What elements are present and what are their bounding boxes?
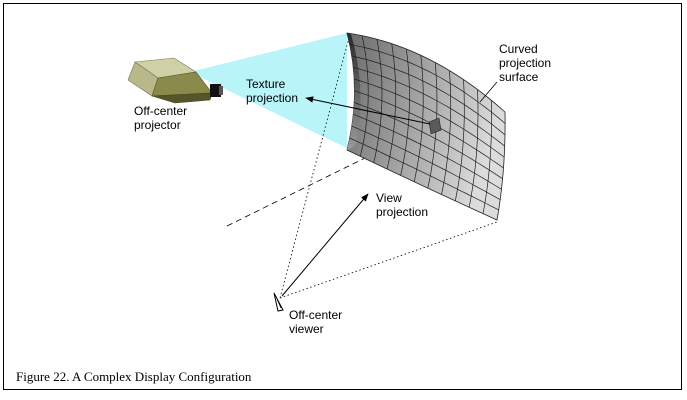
label-view-projection: View projection — [376, 191, 429, 219]
surface-grid-line — [351, 55, 506, 136]
surface-grid-line — [349, 44, 506, 124]
projected-image-patch — [428, 117, 442, 135]
curved-projection-surface — [346, 32, 506, 221]
surface-grid-line — [354, 78, 505, 158]
surface-label-leader — [479, 81, 498, 103]
surface-grid-line — [353, 67, 505, 147]
label-texture-projection: Texture projection — [246, 77, 299, 105]
label-off-center-viewer: Off-center viewer — [289, 308, 343, 336]
surface-grid-line — [349, 137, 499, 211]
figure-caption: Figure 22. A Complex Display Configurati… — [16, 369, 252, 384]
label-curved-projection-surface: Curved projection surface — [499, 42, 552, 84]
view-frustum-line-top — [279, 33, 351, 299]
label-off-center-projector: Off-center projector — [134, 104, 188, 132]
surface-grid-line — [353, 113, 502, 190]
surface-grid-line — [354, 102, 503, 179]
projection-beam — [190, 33, 495, 220]
texture-projection-arrow — [305, 96, 431, 125]
surface-grid-line — [351, 125, 501, 201]
projector-icon — [127, 57, 223, 104]
view-projection-arrow — [281, 193, 369, 297]
viewer-eye-icon — [273, 292, 284, 312]
